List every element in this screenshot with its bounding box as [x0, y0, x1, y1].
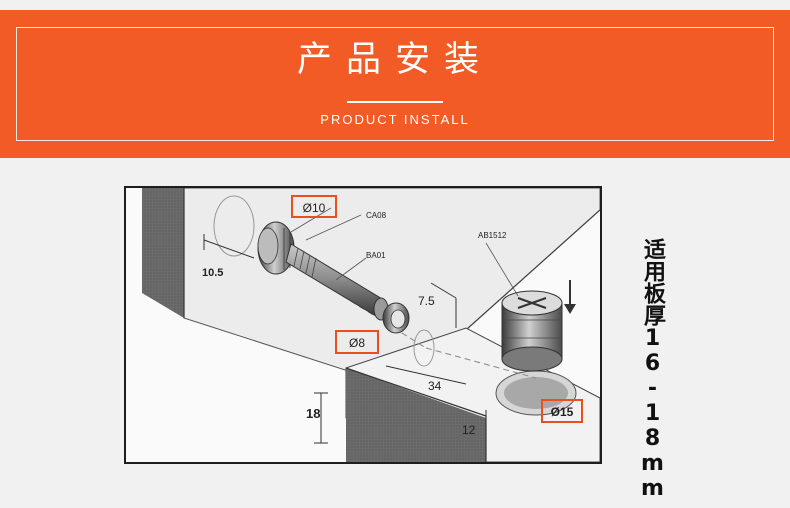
- cam-lock-ab1512: [501, 290, 563, 372]
- board-thickness-note: 适用板厚16-18mm: [640, 238, 665, 501]
- highlight-d15: [541, 399, 583, 423]
- phantom-hole-lower: [413, 329, 435, 367]
- insert-arrow: [564, 280, 576, 314]
- title-divider: [347, 101, 443, 103]
- page-subtitle: PRODUCT INSTALL: [320, 112, 470, 127]
- dim-12: 12: [462, 423, 476, 437]
- dim-7-5: 7.5: [418, 294, 435, 308]
- highlight-d8: [335, 330, 379, 354]
- label-ca08: CA08: [366, 211, 387, 220]
- dim-10-5: 10.5: [202, 267, 223, 279]
- connecting-bolt-ba01: [285, 243, 410, 334]
- label-ba01: BA01: [366, 251, 386, 260]
- highlight-boxes: [291, 195, 583, 423]
- dim-34: 34: [428, 379, 442, 393]
- page-title: 产品安装: [296, 40, 493, 80]
- label-ab1512: AB1512: [478, 231, 507, 240]
- highlight-d10: [291, 195, 337, 218]
- dim-d8: Ø8: [349, 336, 365, 350]
- header-banner: 产品安装 PRODUCT INSTALL: [0, 10, 790, 158]
- install-diagram-svg: Ø10 CA08 BA01 AB1512 10.5 7.5 Ø8 34 18 1…: [126, 188, 600, 462]
- phantom-hole: [213, 195, 255, 257]
- lower-board: [345, 327, 600, 462]
- dim-18: 18: [306, 406, 320, 421]
- header-frame: [16, 27, 774, 141]
- dim-d15: Ø15: [551, 405, 574, 419]
- dim-d10: Ø10: [303, 201, 326, 215]
- dowel-sleeve-ca08: [257, 221, 295, 275]
- install-diagram: Ø10 CA08 BA01 AB1512 10.5 7.5 Ø8 34 18 1…: [124, 186, 602, 464]
